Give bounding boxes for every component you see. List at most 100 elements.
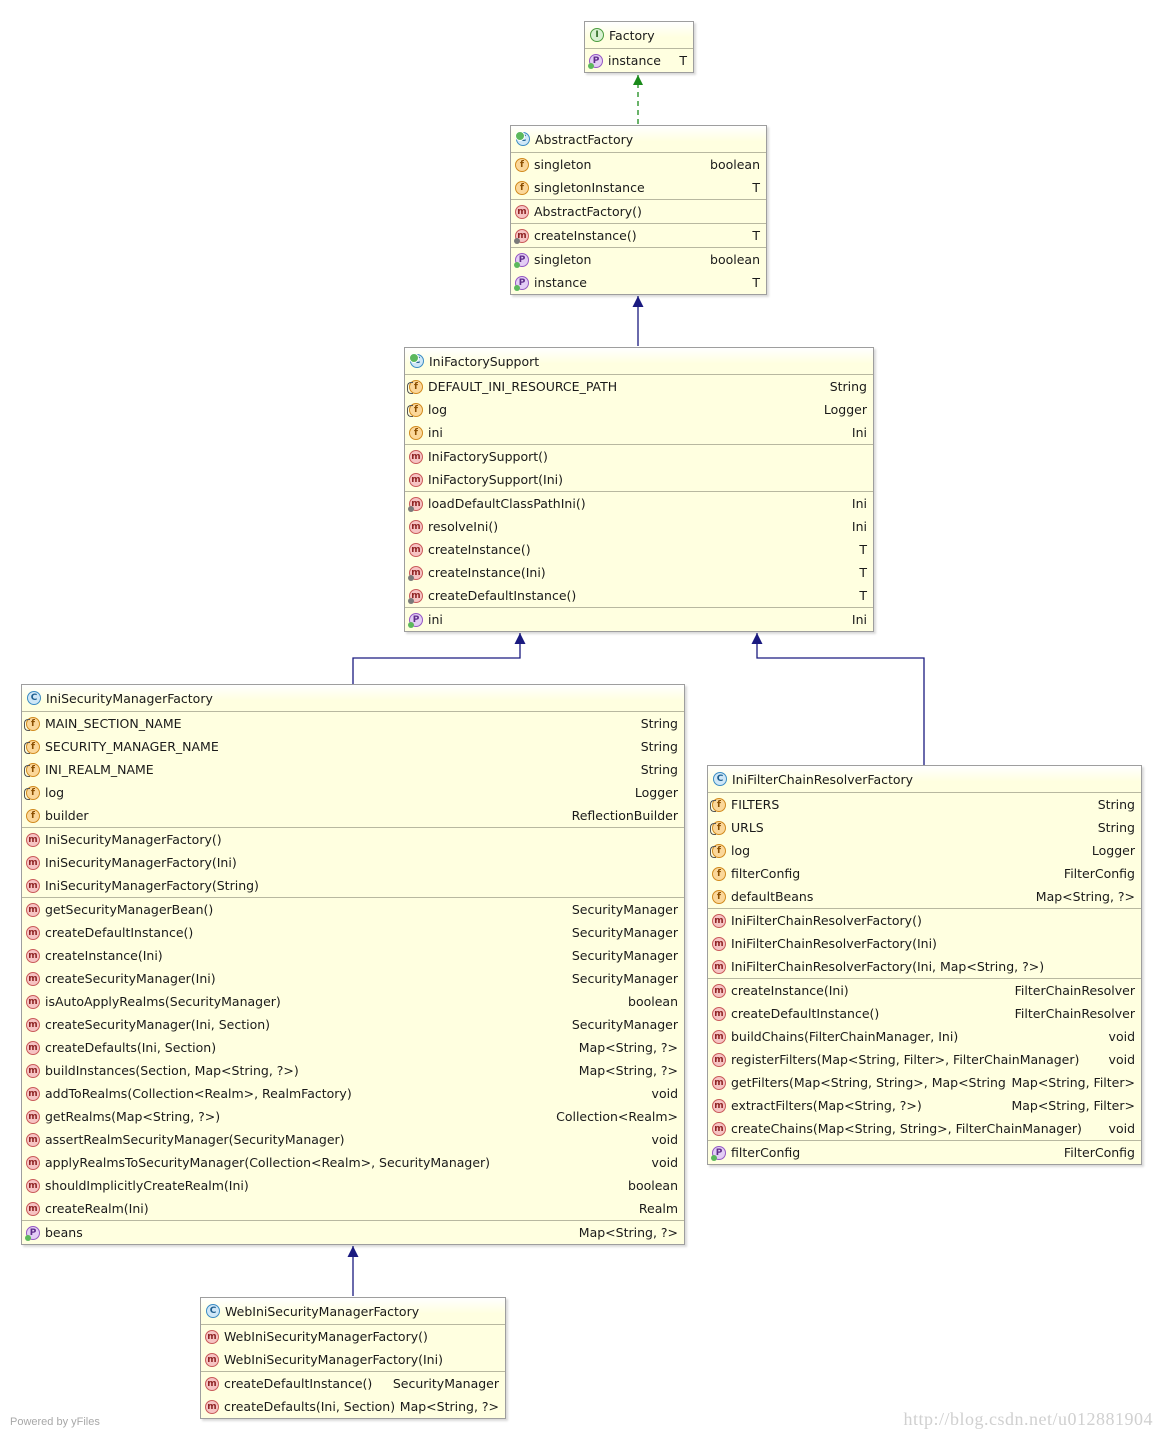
member-name: createInstance(): [534, 228, 637, 243]
static-icon: f: [710, 797, 726, 812]
class-header[interactable]: C IniFactorySupport: [405, 348, 873, 375]
member-type: Map<String, ?>: [578, 1225, 678, 1240]
method-icon: m: [409, 472, 423, 487]
member-row[interactable]: m WebIniSecurityManagerFactory(Ini): [201, 1348, 505, 1371]
method-icon: m: [26, 1201, 40, 1216]
field-icon: f: [515, 157, 529, 172]
static-icon: f: [24, 762, 40, 777]
member-name: ini: [428, 425, 443, 440]
member-name: createDefaultInstance(): [731, 1006, 880, 1021]
member-type: SecurityManager: [571, 948, 678, 963]
method-icon: m: [205, 1352, 219, 1367]
method-icon: m: [712, 913, 726, 928]
member-type: Map<String, ?>: [1035, 889, 1135, 904]
field-icon: f: [26, 808, 40, 823]
static-icon: f: [407, 379, 423, 394]
member-type: Map<String, Filter>: [1011, 1098, 1135, 1113]
member-type: T: [679, 53, 687, 68]
class-box-ini-factory-support[interactable]: C IniFactorySupport f DEFAULT_INI_RESOURCE_…: [404, 347, 874, 632]
member-type: T: [859, 588, 867, 603]
method-icon: m: [26, 902, 40, 917]
class-name: IniFactorySupport: [429, 353, 540, 369]
member-name: DEFAULT_INI_RESOURCE_PATH: [428, 379, 618, 394]
member-name: WebIniSecurityManagerFactory(Ini): [224, 1352, 443, 1367]
member-name: builder: [45, 808, 89, 823]
member-type: SecurityManager: [571, 1017, 678, 1032]
abstract-icon: C: [409, 353, 424, 368]
member-type: String: [640, 739, 678, 754]
member-name: instance: [534, 275, 587, 290]
